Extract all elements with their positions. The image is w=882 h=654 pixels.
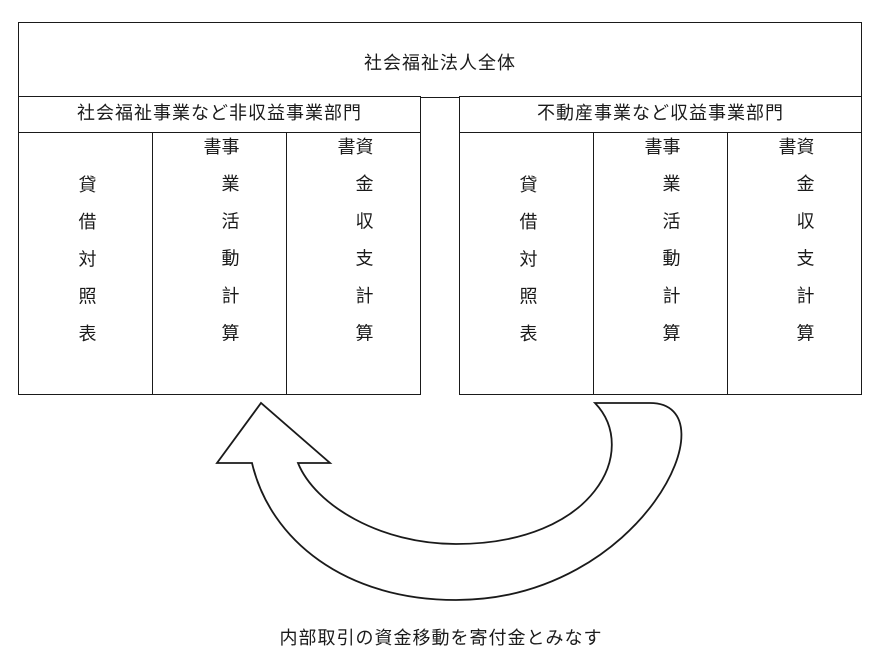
caption: 内部取引の資金移動を寄付金とみなす — [279, 628, 603, 649]
balance-sheet-label: 貸借対照表 — [516, 175, 538, 362]
cash-flow-statement-label: 資金収支計算書 — [334, 137, 374, 361]
non-profit-department-header: 社会福祉事業など非収益事業部門 — [19, 97, 420, 133]
activity-statement-column: 事業活動計算書 — [594, 133, 728, 394]
cash-flow-statement-label: 資金収支計算書 — [775, 137, 815, 361]
non-profit-department-box: 社会福祉事業など非収益事業部門 貸借対照表 事業活動計算書 資金収支計算書 — [18, 96, 421, 395]
activity-statement-label: 事業活動計算書 — [200, 137, 240, 361]
transfer-arrow — [215, 401, 683, 601]
cash-flow-statement-column: 資金収支計算書 — [287, 133, 420, 394]
organization-title: 社会福祉法人全体 — [364, 53, 516, 74]
activity-statement-column: 事業活動計算書 — [153, 133, 287, 394]
cash-flow-statement-column: 資金収支計算書 — [728, 133, 861, 394]
balance-sheet-column: 貸借対照表 — [460, 133, 594, 394]
profit-department-header: 不動産事業など収益事業部門 — [460, 97, 861, 133]
profit-department-box: 不動産事業など収益事業部門 貸借対照表 事業活動計算書 資金収支計算書 — [459, 96, 862, 395]
balance-sheet-column: 貸借対照表 — [19, 133, 153, 394]
organization-box: 社会福祉法人全体 — [18, 22, 862, 98]
balance-sheet-label: 貸借対照表 — [75, 175, 97, 362]
activity-statement-label: 事業活動計算書 — [641, 137, 681, 361]
